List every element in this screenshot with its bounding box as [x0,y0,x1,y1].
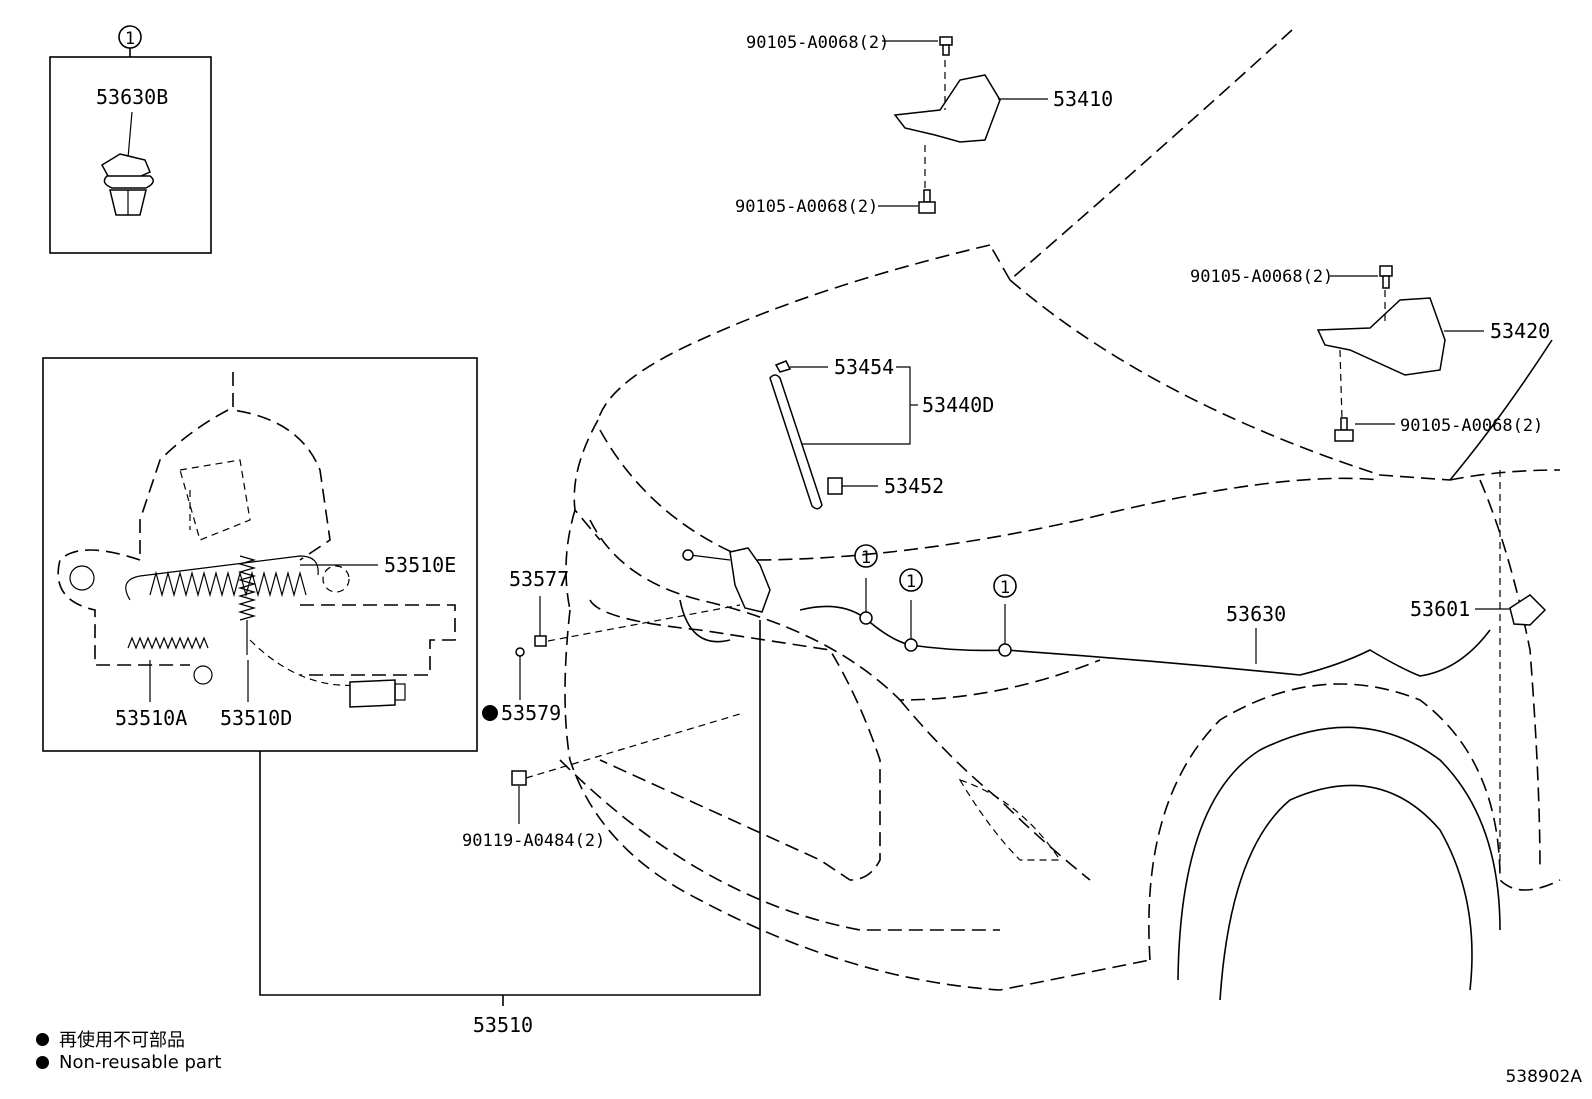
label-53577: 53577 [509,567,569,591]
hinge-53410: 90105-A0068(2) 53410 90105-A0068(2) [735,33,1113,217]
release-lever-53601-icon [1509,594,1547,626]
label-53630B: 53630B [96,85,168,109]
clip-53630B-icon [100,153,154,216]
label-53420: 53420 [1490,319,1550,343]
clip-53579-icon [515,647,525,657]
label-53510D: 53510D [220,706,292,730]
hood-lock-icon [729,547,771,613]
cap-53454-icon [774,360,792,373]
spring-53510D-icon [237,555,257,621]
inset-box-clip [49,56,212,254]
spring-53510A-icon [127,636,209,650]
clip-53452-icon [827,477,843,495]
legend-text-en: Non-reusable part [59,1052,222,1073]
inset-clip: 1 53630B [49,25,212,254]
legend-item-jp: 再使用不可部品 [36,1026,185,1052]
label-90105-top: 90105-A0068(2) [746,33,889,53]
support-rod-icon [769,374,823,510]
grommet-53577-icon [534,635,547,647]
bolt-icon [1379,265,1393,277]
label-53410: 53410 [1053,87,1113,111]
document-id: 538902A [1505,1067,1582,1087]
label-90105-mid: 90105-A0068(2) [735,197,878,217]
vehicle-outline [559,29,1561,1001]
bolt-icon [1334,429,1354,442]
legend-item-en: Non-reusable part [36,1052,221,1073]
hood-support-53440D: 53454 53440D 53452 [769,355,994,510]
hinge-53420: 90105-A0068(2) 53420 90105-A0068(2) [1190,265,1550,442]
non-reusable-dot [482,705,498,721]
ref-marker: 1 [906,572,916,592]
legend-dot-icon [36,1056,49,1069]
legend-dot-icon [36,1032,49,1046]
spring-53510E-icon [149,570,307,598]
label-53510E: 53510E [384,553,456,577]
release-cable-53630: 1 1 1 53630 53601 [799,544,1547,677]
label-53510A: 53510A [115,706,187,730]
label-53601: 53601 [1410,597,1470,621]
bolt-icon [511,770,527,786]
label-53579: 53579 [501,701,561,725]
label-90119: 90119-A0484(2) [462,831,605,851]
bracket-53510: 53510 [259,620,761,1037]
label-90105-right-top: 90105-A0068(2) [1190,267,1333,287]
label-53440D: 53440D [922,393,994,417]
label-53630: 53630 [1226,602,1286,626]
label-90105-right-bottom: 90105-A0068(2) [1400,416,1543,436]
hinge-53420-icon [1316,297,1446,376]
hood-lock-vehicle: 53577 53579 90119-A0484(2) [462,547,771,851]
hinge-53410-icon [893,74,1001,143]
label-53454: 53454 [834,355,894,379]
ref-marker: 1 [125,29,135,49]
inset-hood-lock: 53510E 53510A 53510D [42,357,478,752]
ref-marker: 1 [861,548,871,568]
label-53452: 53452 [884,474,944,498]
bolt-icon [939,36,953,46]
legend-text-jp: 再使用不可部品 [59,1030,185,1051]
ref-marker: 1 [1000,578,1010,598]
label-53510: 53510 [473,1013,533,1037]
bolt-icon [918,201,936,214]
